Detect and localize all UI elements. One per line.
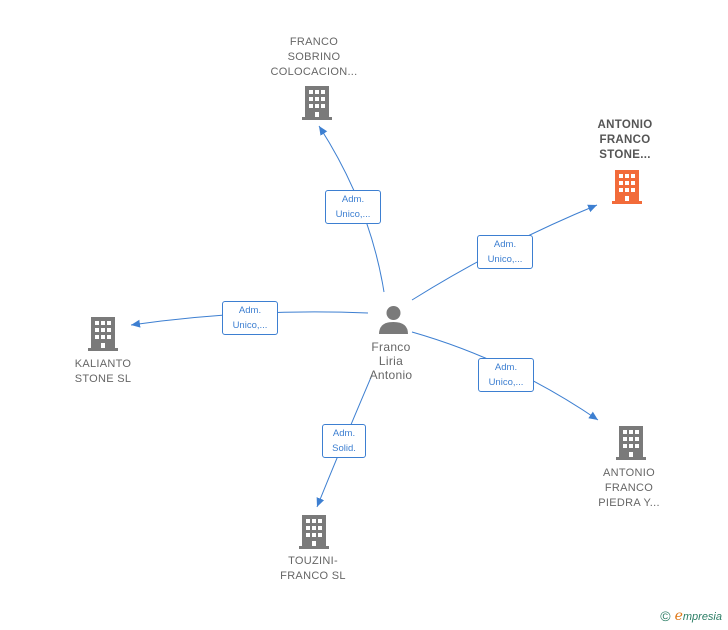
relation-role: Adm. xyxy=(332,428,356,439)
company-label-sobrino[interactable]: FRANCO SOBRINO COLOCACION... xyxy=(270,36,358,78)
relation-detail: Unico,... xyxy=(487,254,523,265)
company-node-kalianto[interactable] xyxy=(88,317,118,356)
company-node-stone[interactable] xyxy=(612,170,642,209)
relation-role: Adm. xyxy=(493,239,517,250)
brand-initial: e xyxy=(674,608,683,624)
company-node-touzini[interactable] xyxy=(299,515,329,554)
company-label-piedra[interactable]: ANTONIO FRANCO PIEDRA Y... xyxy=(598,467,660,509)
relation-label-kalianto[interactable]: Adm. Unico,... xyxy=(222,301,278,335)
relation-role: Adm. xyxy=(238,305,262,316)
relation-detail: Unico,... xyxy=(232,320,268,331)
relation-role: Adm. xyxy=(341,194,365,205)
brand-logo[interactable]: empresia xyxy=(675,608,722,624)
copyright-icon: © xyxy=(660,608,671,624)
relation-label-stone[interactable]: Adm. Unico,... xyxy=(477,235,533,269)
relation-label-touzini[interactable]: Adm. Solid. xyxy=(322,424,366,458)
relation-detail: Unico,... xyxy=(335,209,371,220)
company-node-sobrino[interactable] xyxy=(302,86,332,125)
building-icon xyxy=(302,86,332,120)
person-name[interactable]: Franco Liria Antonio xyxy=(369,340,413,382)
company-label-stone[interactable]: ANTONIO FRANCO STONE... xyxy=(597,119,653,161)
building-icon xyxy=(299,515,329,549)
building-icon xyxy=(616,426,646,460)
relation-role: Adm. xyxy=(494,362,518,373)
company-label-kalianto[interactable]: KALIANTO STONE SL xyxy=(74,358,132,385)
relation-detail: Unico,... xyxy=(488,377,524,388)
brand-name: mpresia xyxy=(682,611,722,623)
brand-footer: © empresia xyxy=(660,608,722,624)
building-icon xyxy=(88,317,118,351)
person-icon xyxy=(379,306,408,334)
building-icon xyxy=(612,170,642,204)
company-label-touzini[interactable]: TOUZINI- FRANCO SL xyxy=(280,555,346,582)
relation-label-piedra[interactable]: Adm. Unico,... xyxy=(478,358,534,392)
relation-detail: Solid. xyxy=(332,443,356,454)
company-node-piedra[interactable] xyxy=(616,426,646,465)
person-node[interactable] xyxy=(378,304,409,339)
relation-label-sobrino[interactable]: Adm. Unico,... xyxy=(325,190,381,224)
